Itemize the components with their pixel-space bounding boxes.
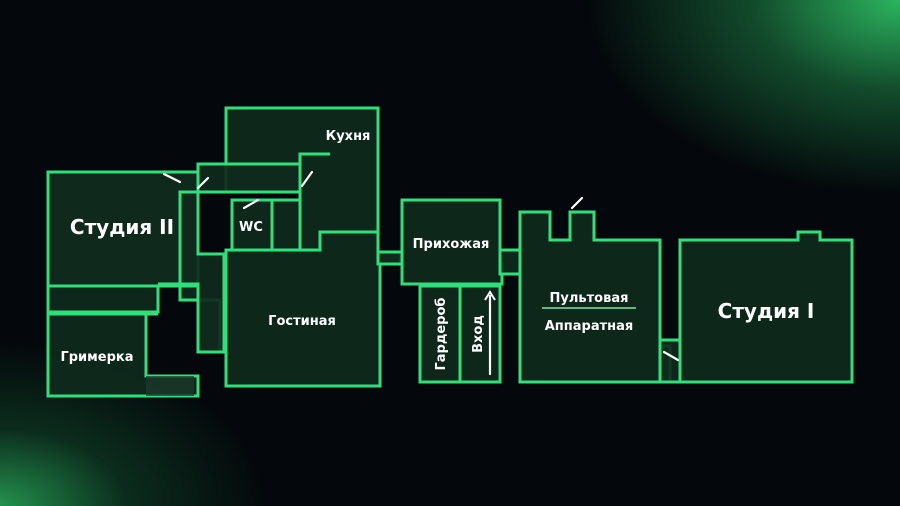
corridor-west[interactable] bbox=[158, 190, 226, 354]
door-corridor-north[interactable] bbox=[196, 176, 210, 190]
label-living-room: Гостиная bbox=[268, 314, 336, 329]
door-kitchen[interactable] bbox=[300, 170, 314, 188]
label-hallway: Прихожая bbox=[413, 237, 490, 252]
corridor-east bbox=[658, 338, 682, 384]
room-wc[interactable] bbox=[230, 198, 274, 252]
control-notch bbox=[518, 212, 552, 240]
label-makeup: Гримерка bbox=[60, 350, 133, 365]
label-equipment-room: Аппаратная bbox=[545, 319, 634, 334]
label-entrance: Вход bbox=[471, 315, 486, 353]
wc-side-cabin bbox=[270, 198, 302, 252]
corridor-north[interactable] bbox=[196, 162, 302, 194]
label-control-room: Пультовая bbox=[550, 291, 629, 306]
room-living[interactable] bbox=[224, 230, 402, 388]
label-wardrobe: Гардероб bbox=[434, 298, 449, 371]
door-studio-1[interactable] bbox=[662, 350, 680, 362]
entrance-arrow-icon bbox=[484, 290, 496, 301]
door-control-room[interactable] bbox=[570, 196, 584, 210]
room-studio-2-main[interactable] bbox=[46, 170, 200, 288]
corridor-middle[interactable] bbox=[376, 250, 404, 266]
label-wc: WC bbox=[239, 220, 263, 235]
stairs-icon bbox=[146, 376, 194, 396]
label-studio-1: Студия I bbox=[718, 299, 815, 323]
door-studio-2[interactable] bbox=[162, 172, 182, 184]
label-studio-2: Студия II bbox=[70, 215, 174, 239]
room-studio-1[interactable] bbox=[678, 230, 854, 384]
control-room-entry bbox=[498, 248, 522, 276]
kitchen-notch bbox=[298, 152, 330, 164]
room-entrance[interactable] bbox=[458, 284, 502, 384]
door-wc[interactable] bbox=[242, 198, 260, 210]
label-kitchen: Кухня bbox=[326, 129, 371, 144]
